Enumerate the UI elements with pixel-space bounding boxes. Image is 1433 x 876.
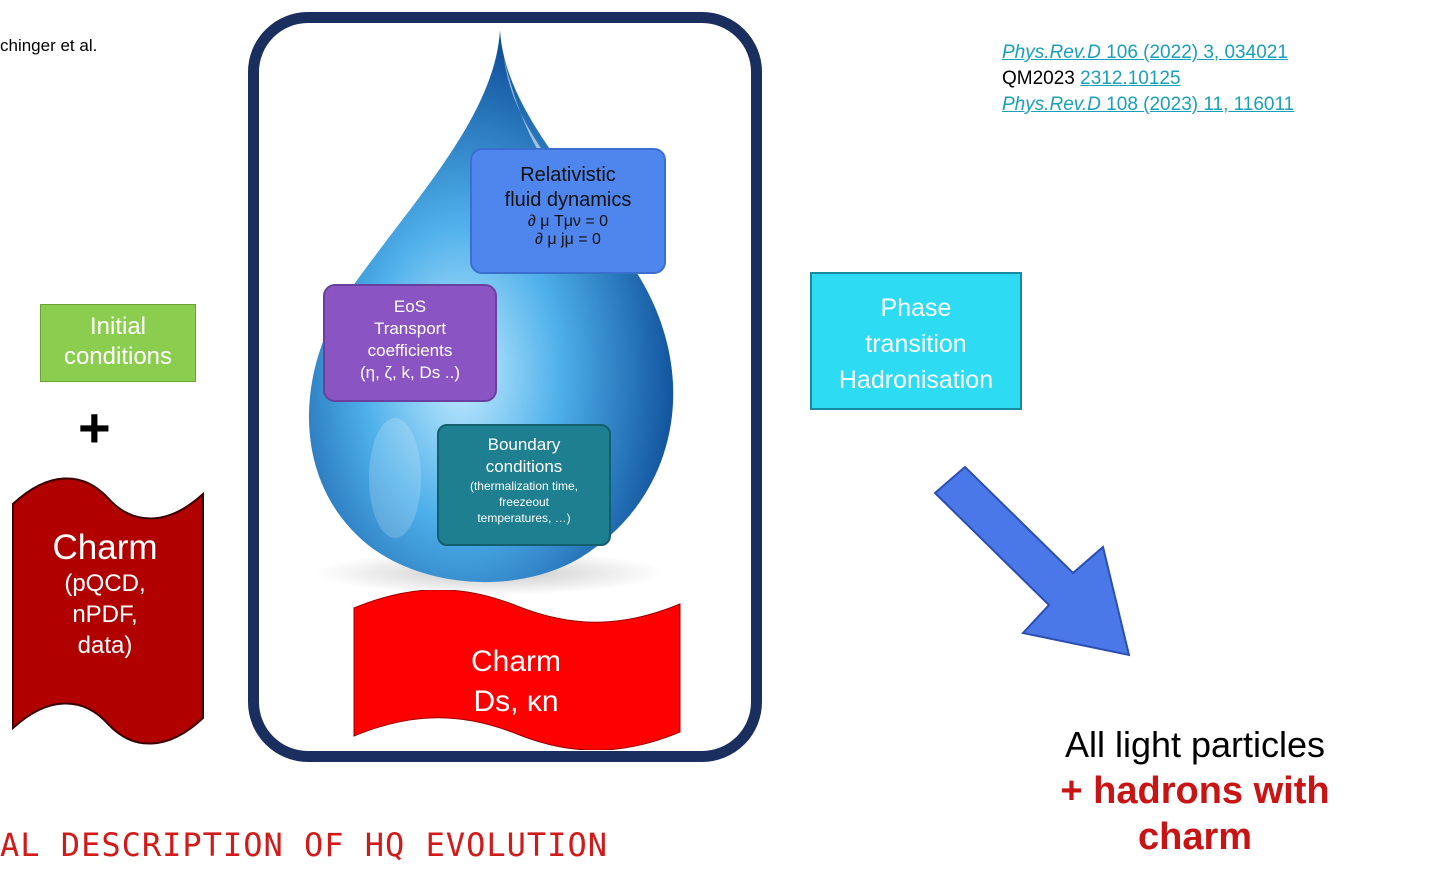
output-particles: All light particles + hadrons with charm <box>1060 724 1330 858</box>
reference-1[interactable]: Phys.Rev.D 106 (2022) 3, 034021 <box>1002 42 1288 63</box>
initial-conditions-box: Initial conditions <box>40 304 196 382</box>
reference-3[interactable]: Phys.Rev.D 108 (2023) 11, 116011 <box>1002 94 1295 115</box>
charm-mid-banner <box>353 590 681 750</box>
charm-left-text: Charm (pQCD, nPDF, data) <box>52 528 158 659</box>
phase-transition-box: Phase transition Hadronisation <box>810 272 1022 410</box>
fluid-dynamics-box: Relativistic fluid dynamics ∂ μ Tμν = 0 … <box>470 148 666 274</box>
references: Phys.Rev.D 106 (2022) 3, 034021 QM2023 2… <box>1002 40 1294 118</box>
boundary-conditions-box: Boundary conditions (thermalization time… <box>437 424 611 546</box>
author-note: chinger et al. <box>0 36 98 55</box>
down-right-arrow-icon <box>933 465 1131 657</box>
hq-evolution-title: AL DESCRIPTION OF HQ EVOLUTION <box>0 826 608 864</box>
eos-transport-box: EoS Transport coefficients (η, ζ, k, Ds … <box>323 284 497 402</box>
charm-left-banner <box>12 477 204 745</box>
plus-sign: + <box>78 396 111 459</box>
reference-2[interactable]: QM2023 2312.10125 <box>1002 68 1181 89</box>
charm-mid-text: Charm Ds, κn <box>470 645 561 718</box>
